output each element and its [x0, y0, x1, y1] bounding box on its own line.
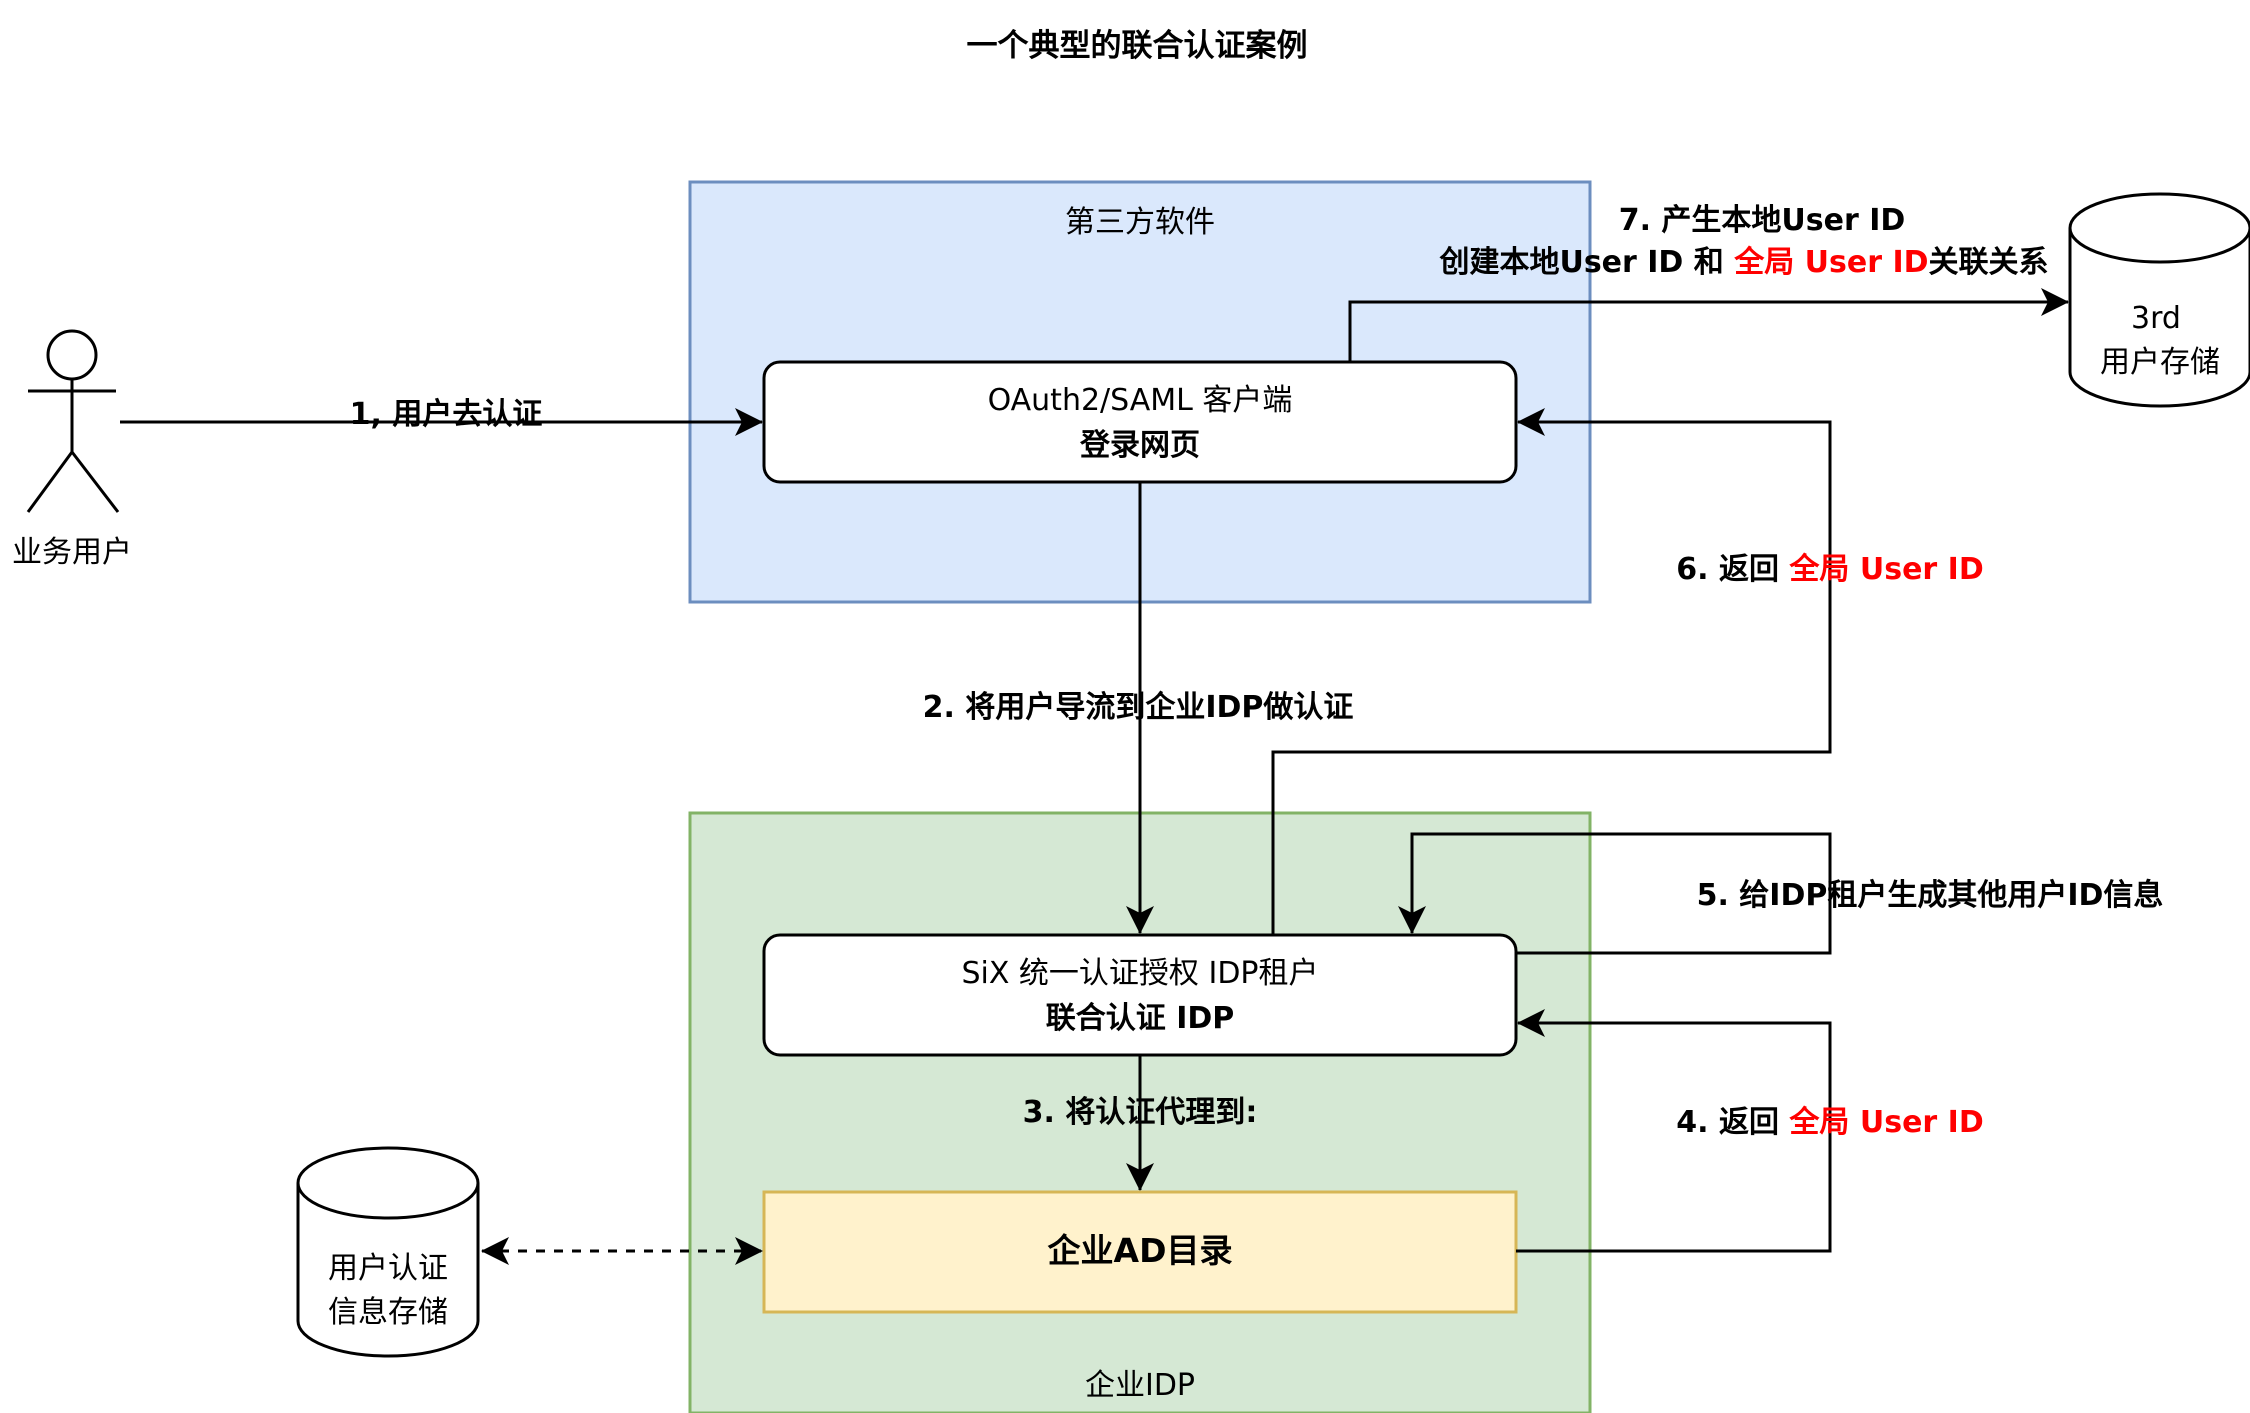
edge-step5-label: 5. 给IDP租户生成其他用户ID信息: [1697, 878, 2164, 913]
edge-step1-label: 1, 用户去认证: [350, 397, 543, 432]
edge-step4-prefix: 4. 返回: [1676, 1105, 1789, 1140]
edge-step6-prefix: 6. 返回: [1676, 552, 1789, 587]
third-db-line1: 3rd: [2131, 301, 2181, 336]
edge-step7-line2: 创建本地User ID 和 全局 User ID关联关系: [1438, 245, 2048, 280]
edge-step7-suffix: 关联关系: [1929, 245, 2049, 280]
client-node-line1: OAuth2/SAML 客户端: [988, 383, 1293, 418]
edge-step4-label: 4. 返回 全局 User ID: [1676, 1105, 1983, 1140]
idp-tenant-line1: SiX 统一认证授权 IDP租户: [961, 956, 1318, 991]
auth-db-line1: 用户认证: [328, 1251, 448, 1286]
diagram-title: 一个典型的联合认证案例: [967, 28, 1308, 64]
enterprise-idp-group-label: 企业IDP: [1085, 1368, 1195, 1403]
idp-tenant-line2: 联合认证 IDP: [1046, 1001, 1235, 1036]
edge-step6-arrow: [1271, 408, 1832, 935]
idp-tenant-node: [762, 933, 1518, 1057]
edge-step3-label: 3. 将认证代理到:: [1023, 1095, 1258, 1130]
edge-step7-prefix: 创建本地User ID 和: [1438, 245, 1734, 280]
third-db-line2: 用户存储: [2100, 345, 2220, 380]
third-party-group-label: 第三方软件: [1065, 205, 1215, 240]
edge-step5-arrow: [1398, 832, 1832, 955]
auth-db-line2: 信息存储: [328, 1295, 448, 1330]
client-node-line2: 登录网页: [1079, 428, 1200, 463]
edge-step4-highlight: 全局 User ID: [1788, 1105, 1983, 1140]
user-auth-info-storage-db: [296, 1146, 480, 1358]
business-user-actor: [26, 329, 120, 513]
edge-step7-line1: 7. 产生本地User ID: [1619, 203, 1906, 238]
edge-step7-highlight: 全局 User ID: [1733, 245, 1928, 280]
edge-step4-arrow: [1516, 1009, 1832, 1253]
enterprise-ad-label: 企业AD目录: [1048, 1231, 1233, 1270]
edge-step6-label: 6. 返回 全局 User ID: [1676, 552, 1983, 587]
edge-step7-arrow: [1348, 288, 2069, 362]
business-user-label: 业务用户: [12, 535, 132, 570]
third-party-user-storage-db: [2068, 192, 2250, 408]
oauth-saml-client-node: [762, 360, 1518, 484]
edge-step2-label: 2. 将用户导流到企业IDP做认证: [923, 690, 1354, 725]
edge-step6-highlight: 全局 User ID: [1788, 552, 1983, 587]
enterprise-ad-node: [762, 1190, 1518, 1314]
